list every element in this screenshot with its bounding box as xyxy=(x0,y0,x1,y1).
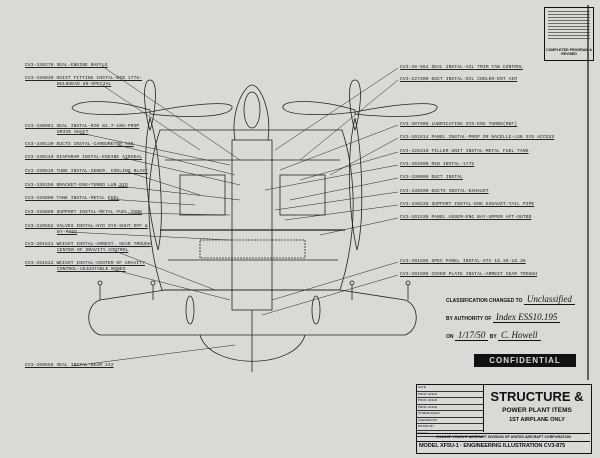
revision-text: COMPLETED PROGRAM & REVISED xyxy=(546,48,592,56)
row-prod-engr: PROD. ENGR. xyxy=(417,392,483,398)
callout-filler-unit: CV3-326310 FILLER UNIT INSTAL-METAL FUEL… xyxy=(400,149,529,154)
revision-notes xyxy=(548,11,590,41)
callout-cover-plate: CV3-201508 COVER PLATE INSTAL-ARREST GEA… xyxy=(400,272,538,277)
left-fin xyxy=(185,295,195,325)
approval-table: DATE PROD. ENGR. PROD. ENGR. PROD. ENGR.… xyxy=(417,385,484,437)
callout-ducts-carburetor: CV3-330130 DUCTS INSTAL-CARBURETOR AIR xyxy=(25,142,134,147)
classification-authority: BY AUTHORITY OF Index ESS10.195 xyxy=(446,312,561,323)
callout-ducts-exhaust: CV3-330200 DUCTS INSTAL-EXHAUST xyxy=(400,189,489,194)
callout-fuel-tank-support: CV3-326800 SUPPORT INSTAL-METAL FUEL TAN… xyxy=(25,210,143,215)
company-name: CHANCE VOUGHT AIRCRAFT DIVISION OF UNITE… xyxy=(417,433,590,442)
weight-box xyxy=(199,239,306,259)
callout-lubricating-sys: CV3-307000 LUBRICATING SYS-ENG TURBO(REF… xyxy=(400,122,518,127)
leader-lines xyxy=(67,65,399,367)
row-prod-engr: PROD. ENGR. xyxy=(417,405,483,411)
callout-fuel-tank: CV3-326000 TANK INSTAL-METAL FUEL xyxy=(25,196,120,201)
row-drawn-by: DRAWN BY xyxy=(417,424,483,431)
canopy xyxy=(233,84,270,141)
classification-date: ON 1/17/50 BY C. Howell xyxy=(446,330,541,341)
horizontal-stabilizer xyxy=(88,289,417,336)
left-propeller xyxy=(71,79,233,251)
tail-cone xyxy=(199,334,306,362)
right-fin xyxy=(311,295,321,325)
row-date: DATE xyxy=(417,385,483,392)
row-scale: SCALE xyxy=(417,431,483,437)
callout-tube-cooling: CV3-330610 TUBE INSTAL-GENER. COOLING BL… xyxy=(25,169,148,174)
callout-hoist-fitting: CV3-320030 HOIST FITTING INSTAL-RIB 1775… xyxy=(25,76,143,87)
title-block: DATE PROD. ENGR. PROD. ENGR. PROD. ENGR.… xyxy=(416,384,592,454)
row-stress-engr: STRESS ENGR. xyxy=(417,411,483,418)
callout-support-tail-pipe: CV3-330230 SUPPORT INSTAL-ENG EXHAUST-TA… xyxy=(400,202,535,207)
center-bay xyxy=(231,139,273,311)
callout-duct-instal: CV3-330000 DUCT INSTAL xyxy=(400,175,463,180)
callout-seal-prop-drive: CV3-330061 SEAL INSTAL-RIB 82.7-106-PROP… xyxy=(25,124,140,135)
callout-weight-cg: CV3-201522 WEIGHT INSTAL-CENTER OF GRAVI… xyxy=(25,261,145,272)
signature: C. Howell xyxy=(498,330,541,341)
callout-bracket-lub: CV3-330150 BRACKET-ENG+TURBO LUB SYS xyxy=(25,183,128,188)
fuel-tank-right xyxy=(279,174,326,216)
model-number: MODEL XF5U-1 · ENGINEERING ILLUSTRATION … xyxy=(419,443,566,449)
callout-seal-engine-baffle: CV3-330270 SEAL-ENGINE BAFFLE xyxy=(25,63,108,68)
row-checked-by: CHECKED BY xyxy=(417,418,483,424)
drawing-title: STRUCTURE & xyxy=(490,389,584,404)
cockpit xyxy=(243,91,261,129)
callout-duct-oil-cooler: CV3-227300 DUCT INSTAL-OIL COOLER-ENT AI… xyxy=(400,77,518,82)
callout-diaphram: CV3-330240 DIAPHRAM INSTAL-ENGINE AIRSEA… xyxy=(25,155,143,160)
row-prod-engr: PROD. ENGR. xyxy=(417,398,483,405)
callout-valves-hyd: CV3-220552 VALVES INSTAL-HYD SYS-SHUT-OF… xyxy=(25,224,148,235)
callout-rib-instal: CV3-204000 RIB INSTAL-1775 xyxy=(400,162,475,167)
callout-seal-beam: CV3-200558 SEAL INSTAL-BEAM 242 xyxy=(25,363,114,368)
classification-changed: CLASSIFICATION CHANGED TO Unclassified xyxy=(446,294,575,305)
drawing-subtitle: POWER PLANT ITEMS xyxy=(502,407,572,414)
callout-panel-nacelle: CV3-201514 PANEL INSTAL-PROP DR NACELLE-… xyxy=(400,135,555,140)
callout-seal-ail-trim: CV3-20-564 SEAL INSTAL-AIL TRIM TAB CONT… xyxy=(400,65,523,70)
callout-panel-eng-bay: CV3-201530 PANEL ASSEM-ENG BAY-UPPER AFT… xyxy=(400,215,532,220)
callout-spec-panel: CV3-201505 SPEC PANEL INSTAL-STA 18.38-1… xyxy=(400,259,526,264)
confidential-stamp: CONFIDENTIAL xyxy=(474,354,576,367)
fuel-tank-left xyxy=(179,174,226,216)
drawing-note: 1ST AIRPLANE ONLY xyxy=(509,417,565,423)
revision-block: COMPLETED PROGRAM & REVISED xyxy=(544,7,594,61)
callout-weight-arrest: CV3-201521 WEIGHT INSTAL-ARREST. GEAR TR… xyxy=(25,242,151,253)
